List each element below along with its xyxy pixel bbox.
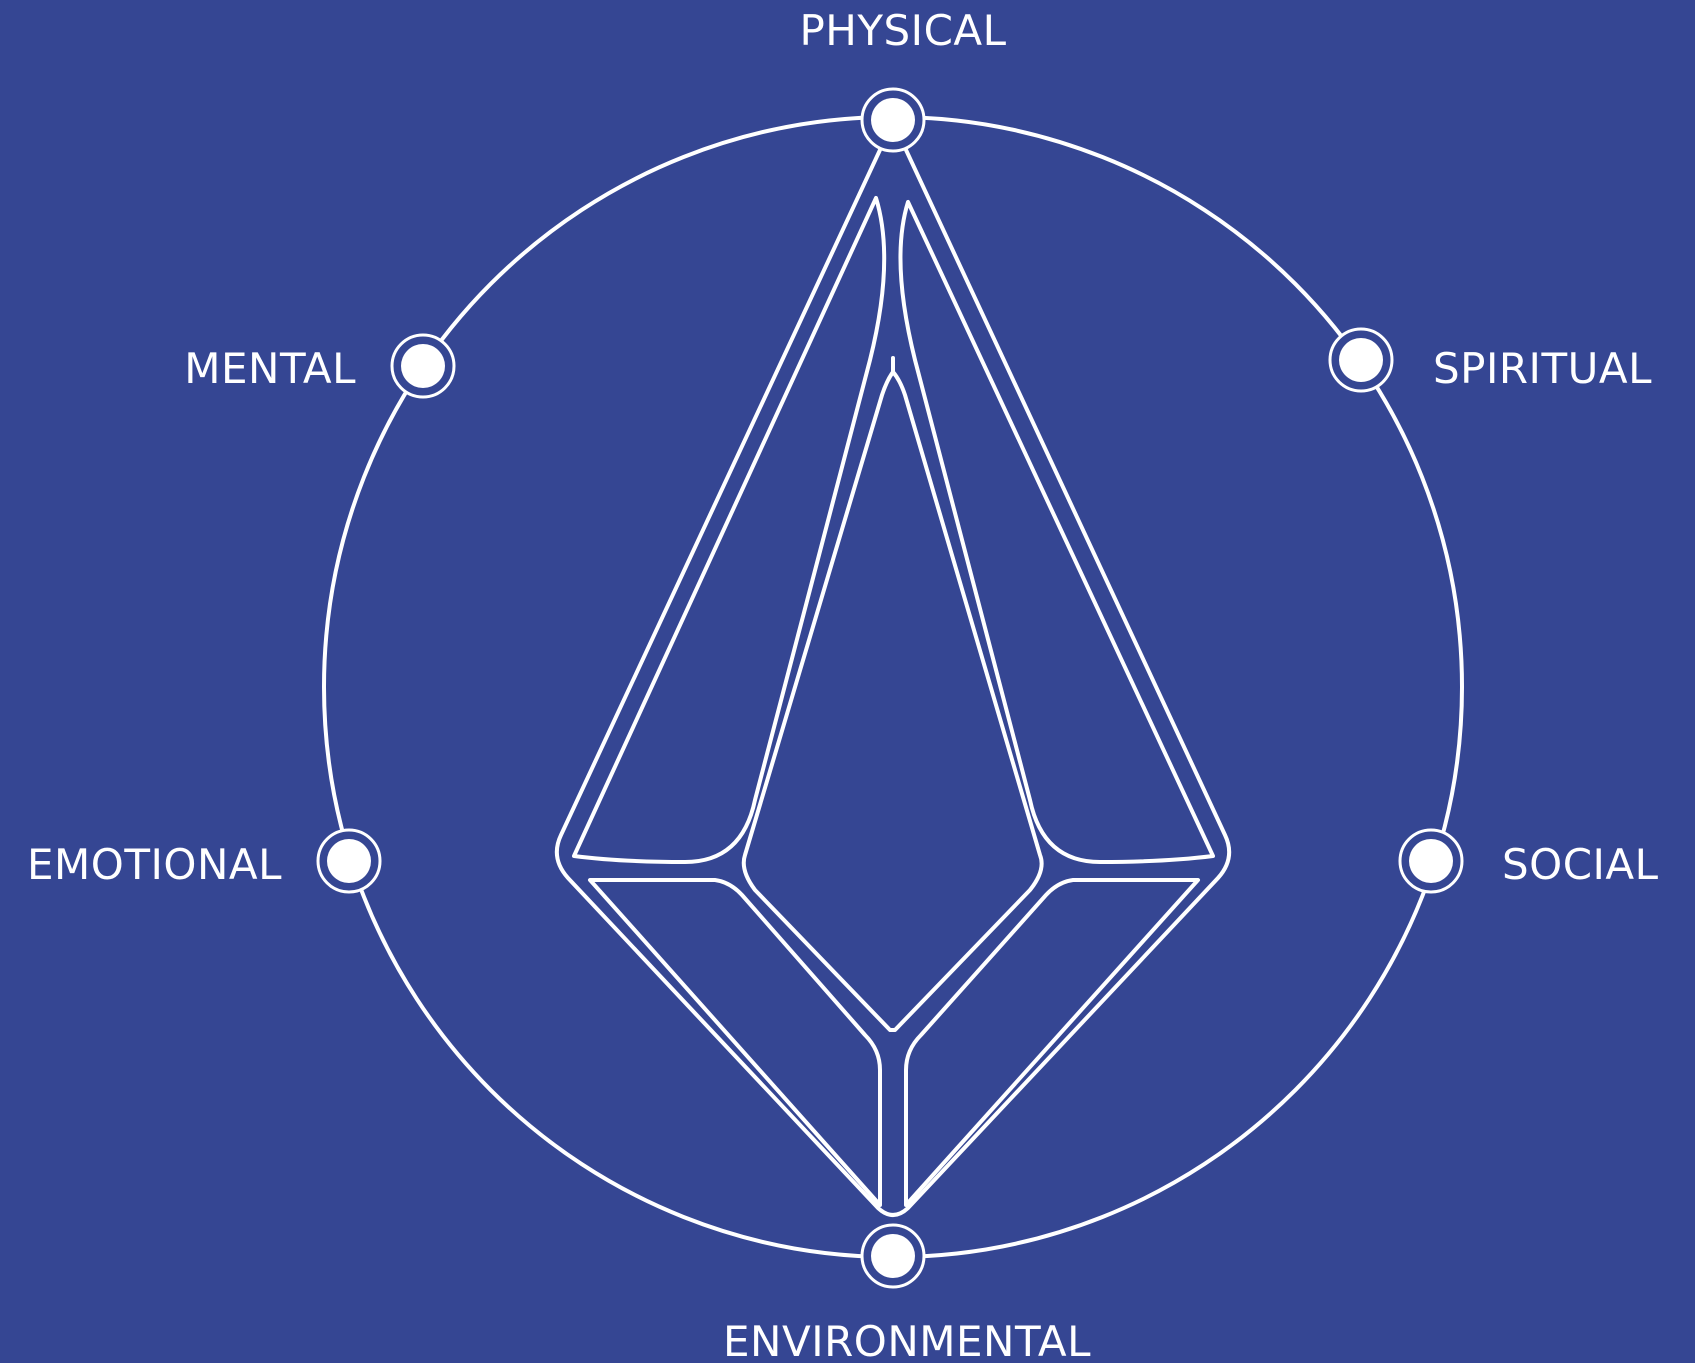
node-emotional[interactable] xyxy=(318,830,380,892)
node-environmental[interactable] xyxy=(862,1225,924,1287)
node-physical[interactable] xyxy=(862,89,924,151)
lower-right-facet xyxy=(906,880,1198,1205)
label-emotional: EMOTIONAL xyxy=(27,840,282,889)
center-facet xyxy=(744,358,1042,1030)
label-environmental: ENVIRONMENTAL xyxy=(723,1317,1091,1363)
lower-left-facet xyxy=(590,880,880,1205)
outer-ring xyxy=(324,117,1462,1257)
node-spiritual[interactable] xyxy=(1330,329,1392,391)
right-upper-facet xyxy=(900,202,1213,862)
label-spiritual: SPIRITUAL xyxy=(1433,344,1652,393)
label-social: SOCIAL xyxy=(1502,840,1659,889)
outer-kite-shape xyxy=(557,122,1229,1215)
node-mental[interactable] xyxy=(392,335,454,397)
left-upper-facet xyxy=(574,198,884,862)
label-mental: MENTAL xyxy=(184,344,356,393)
node-social[interactable] xyxy=(1400,830,1462,892)
label-physical: PHYSICAL xyxy=(799,6,1006,55)
